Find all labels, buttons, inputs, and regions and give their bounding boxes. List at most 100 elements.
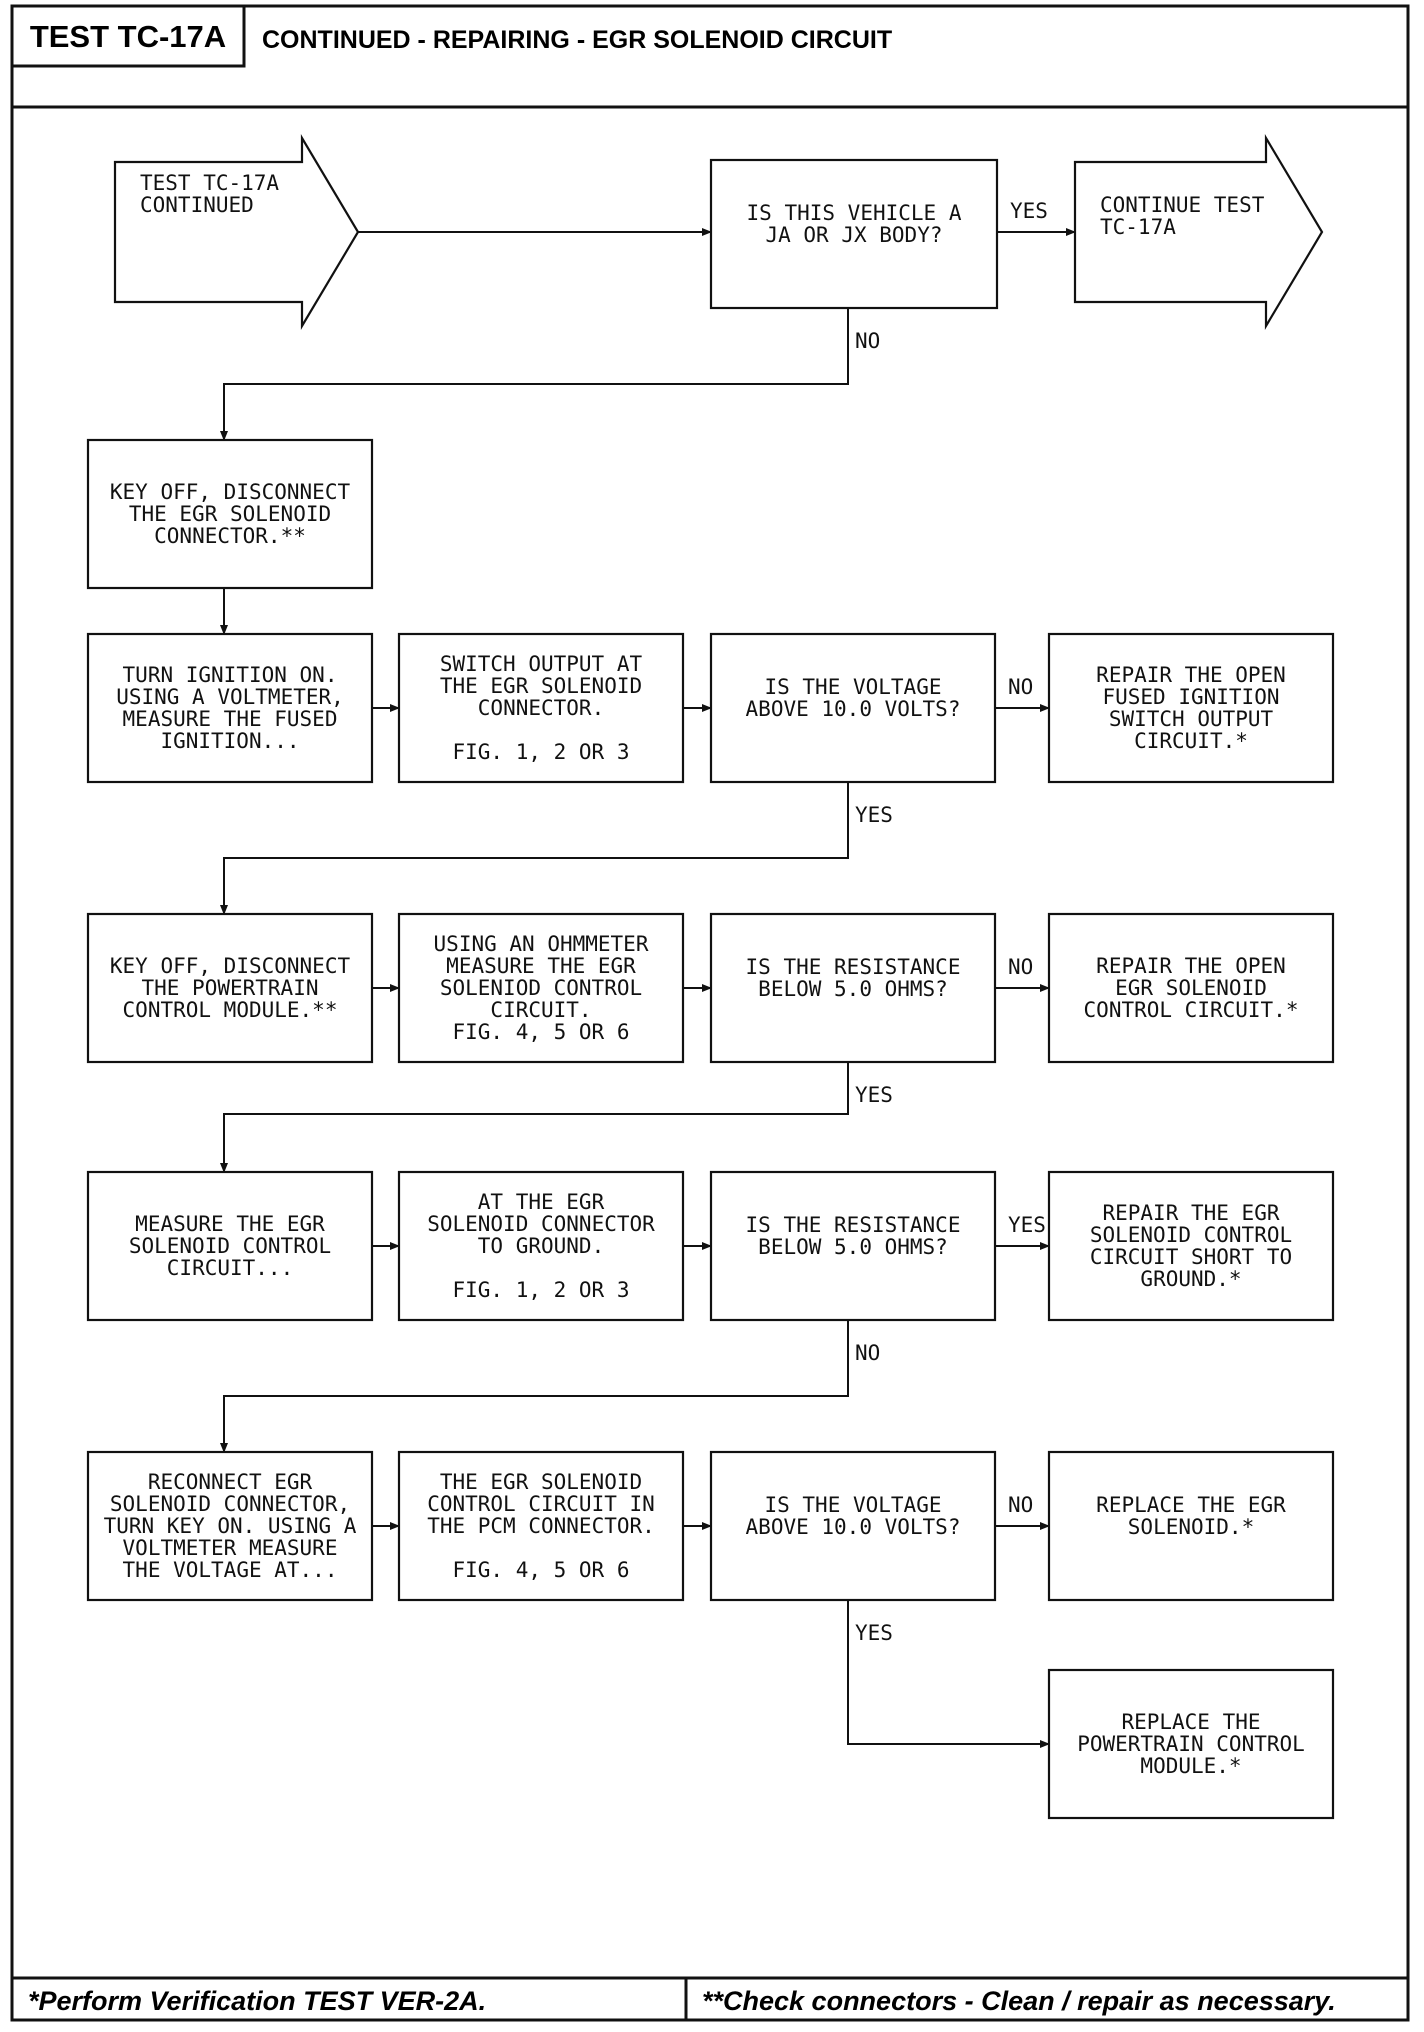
node-r2b-line-3: CONNECTOR. <box>478 696 604 720</box>
edge-no-key-off <box>220 308 849 441</box>
node-r2r-line-3: SWITCH OUTPUT <box>1109 707 1274 731</box>
edge-r2-yes <box>220 782 849 915</box>
box-r2q <box>709 632 997 784</box>
box-r3q <box>709 912 997 1064</box>
box-r5r <box>1047 1450 1335 1602</box>
arrow-shape-start <box>113 134 360 330</box>
node-r4q-line-1: IS THE RESISTANCE <box>746 1213 961 1237</box>
node-r4b-line-5: FIG. 1, 2 OR 3 <box>452 1278 629 1302</box>
node-r4r-line-4: GROUND.* <box>1140 1267 1241 1291</box>
node-r2b-line-5: FIG. 1, 2 OR 3 <box>452 740 629 764</box>
node-r6r-line-1: REPLACE THE <box>1121 1710 1260 1734</box>
node-r3b-line-1: USING AN OHMMETER <box>434 932 649 956</box>
node-r4q-line-2: BELOW 5.0 OHMS? <box>758 1235 948 1259</box>
label-r4-yes: YES <box>1008 1213 1046 1237</box>
node-q_body: IS THIS VEHICLE AJA OR JX BODY? <box>709 158 999 310</box>
node-r5b-line-5: FIG. 4, 5 OR 6 <box>452 1558 629 1582</box>
node-q_body-line-2: JA OR JX BODY? <box>765 223 942 247</box>
box-k1 <box>86 438 374 590</box>
node-r2a: TURN IGNITION ON.USING A VOLTMETER,MEASU… <box>86 632 374 784</box>
box-r3b <box>397 912 685 1064</box>
node-r3a-line-3: CONTROL MODULE.** <box>123 998 338 1022</box>
node-r3r-line-2: EGR SOLENOID <box>1115 976 1267 1000</box>
node-r3r-line-3: CONTROL CIRCUIT.* <box>1084 998 1299 1022</box>
node-r5b-line-3: THE PCM CONNECTOR. <box>427 1514 655 1538</box>
label-r3-no: NO <box>1008 955 1033 979</box>
node-k1-line-1: KEY OFF, DISCONNECT <box>110 480 351 504</box>
arrow-shape-cont <box>1073 134 1324 330</box>
node-r5a-line-2: SOLENOID CONNECTOR, <box>110 1492 350 1516</box>
box-r4b <box>397 1170 685 1322</box>
node-r5a-line-1: RECONNECT EGR <box>148 1470 313 1494</box>
node-r4a-line-2: SOLENOID CONTROL <box>129 1234 331 1258</box>
node-r2a-line-3: MEASURE THE FUSED <box>123 707 338 731</box>
label-r2-no: NO <box>1008 675 1033 699</box>
box-r5q <box>709 1450 997 1602</box>
test-id: TEST TC-17A <box>30 19 226 54</box>
box-r3a <box>86 912 374 1064</box>
footnote-verification: *Perform Verification TEST VER-2A. <box>28 1986 486 2016</box>
node-r5a-line-3: TURN KEY ON. USING A <box>104 1514 357 1538</box>
node-r6r-line-3: MODULE.* <box>1140 1754 1241 1778</box>
node-r4r-line-3: CIRCUIT SHORT TO <box>1090 1245 1292 1269</box>
node-start-line-1: TEST TC-17A <box>140 171 279 195</box>
label-yes-continue: YES <box>1010 199 1048 223</box>
node-r2a-line-1: TURN IGNITION ON. <box>123 663 338 687</box>
label-r5-yes: YES <box>855 1621 893 1645</box>
label-r5-no: NO <box>1008 1493 1033 1517</box>
node-r3a-line-2: THE POWERTRAIN <box>141 976 318 1000</box>
node-r5q-line-1: IS THE VOLTAGE <box>764 1493 941 1517</box>
label-r3-yes: YES <box>855 1083 893 1107</box>
node-cont-line-2: TC-17A <box>1100 215 1176 239</box>
label-no-body: NO <box>855 329 880 353</box>
box-r3r <box>1047 912 1335 1064</box>
node-r5a-line-5: THE VOLTAGE AT... <box>123 1558 338 1582</box>
node-q_body-line-1: IS THIS VEHICLE A <box>747 201 962 225</box>
node-r3q-line-2: BELOW 5.0 OHMS? <box>758 977 948 1001</box>
box-q_body <box>709 158 999 310</box>
box-r4q <box>709 1170 997 1322</box>
box-r4a <box>86 1170 374 1322</box>
node-r2b-line-2: THE EGR SOLENOID <box>440 674 642 698</box>
node-r5b-line-1: THE EGR SOLENOID <box>440 1470 642 1494</box>
outer-border <box>10 4 1410 2022</box>
node-start-line-2: CONTINUED <box>140 193 254 217</box>
node-r4r-line-1: REPAIR THE EGR <box>1102 1201 1279 1225</box>
node-r6r-line-2: POWERTRAIN CONTROL <box>1077 1732 1305 1756</box>
node-r2b-line-1: SWITCH OUTPUT AT <box>440 652 643 676</box>
node-r2r-line-1: REPAIR THE OPEN <box>1096 663 1286 687</box>
edge-r5-yes <box>847 1600 1050 1748</box>
node-r3b-line-5: FIG. 4, 5 OR 6 <box>452 1020 629 1044</box>
edge-r3-yes <box>220 1062 849 1173</box>
box-r2a <box>86 632 374 784</box>
node-r3b-line-2: MEASURE THE EGR <box>446 954 636 978</box>
node-k1-line-3: CONNECTOR.** <box>154 524 306 548</box>
node-r5r-line-2: SOLENOID.* <box>1128 1515 1254 1539</box>
node-r4a-line-3: CIRCUIT... <box>167 1256 293 1280</box>
box-r4r <box>1047 1170 1335 1322</box>
box-r6r <box>1047 1668 1335 1820</box>
node-r3b-line-4: CIRCUIT. <box>490 998 591 1022</box>
node-r4b-line-3: TO GROUND. <box>478 1234 604 1258</box>
node-r2a-line-4: IGNITION... <box>160 729 299 753</box>
node-cont-line-1: CONTINUE TEST <box>1100 193 1265 217</box>
node-r5q-line-2: ABOVE 10.0 VOLTS? <box>746 1515 961 1539</box>
label-r4-no: NO <box>855 1341 880 1365</box>
box-r5a <box>86 1450 374 1602</box>
node-r2r-line-4: CIRCUIT.* <box>1134 729 1248 753</box>
test-id-box <box>10 4 246 68</box>
